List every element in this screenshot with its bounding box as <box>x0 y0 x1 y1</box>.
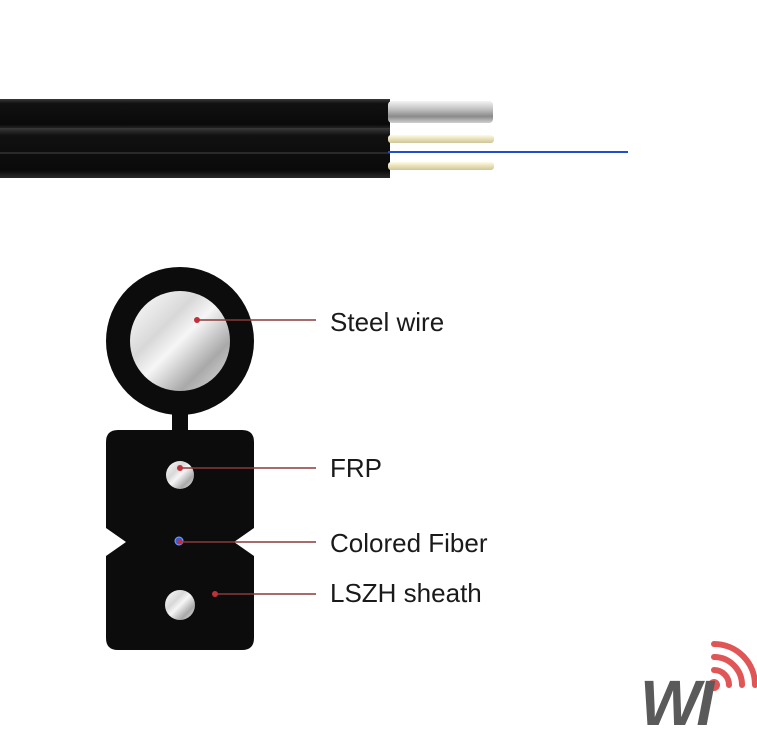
leader-lines <box>180 319 316 595</box>
frp-core-bottom <box>165 590 195 620</box>
leader-dots <box>177 317 218 597</box>
cable-cross-section <box>106 267 254 650</box>
wifi-signal-icon <box>708 641 757 691</box>
sheath-neck <box>172 408 188 434</box>
frp-rod-upper <box>388 135 494 143</box>
brand-logo: WI <box>640 667 714 739</box>
label-frp: FRP <box>330 453 382 483</box>
messenger-jacket <box>0 99 390 129</box>
label-lszh-sheath: LSZH sheath <box>330 578 482 608</box>
steel-wire-exposed <box>388 101 493 123</box>
label-steel-wire: Steel wire <box>330 307 445 337</box>
frp-rod-lower <box>388 162 494 170</box>
steel-wire-core <box>130 291 230 391</box>
cable-side-view <box>0 99 628 178</box>
label-colored-fiber: Colored Fiber <box>330 528 488 558</box>
